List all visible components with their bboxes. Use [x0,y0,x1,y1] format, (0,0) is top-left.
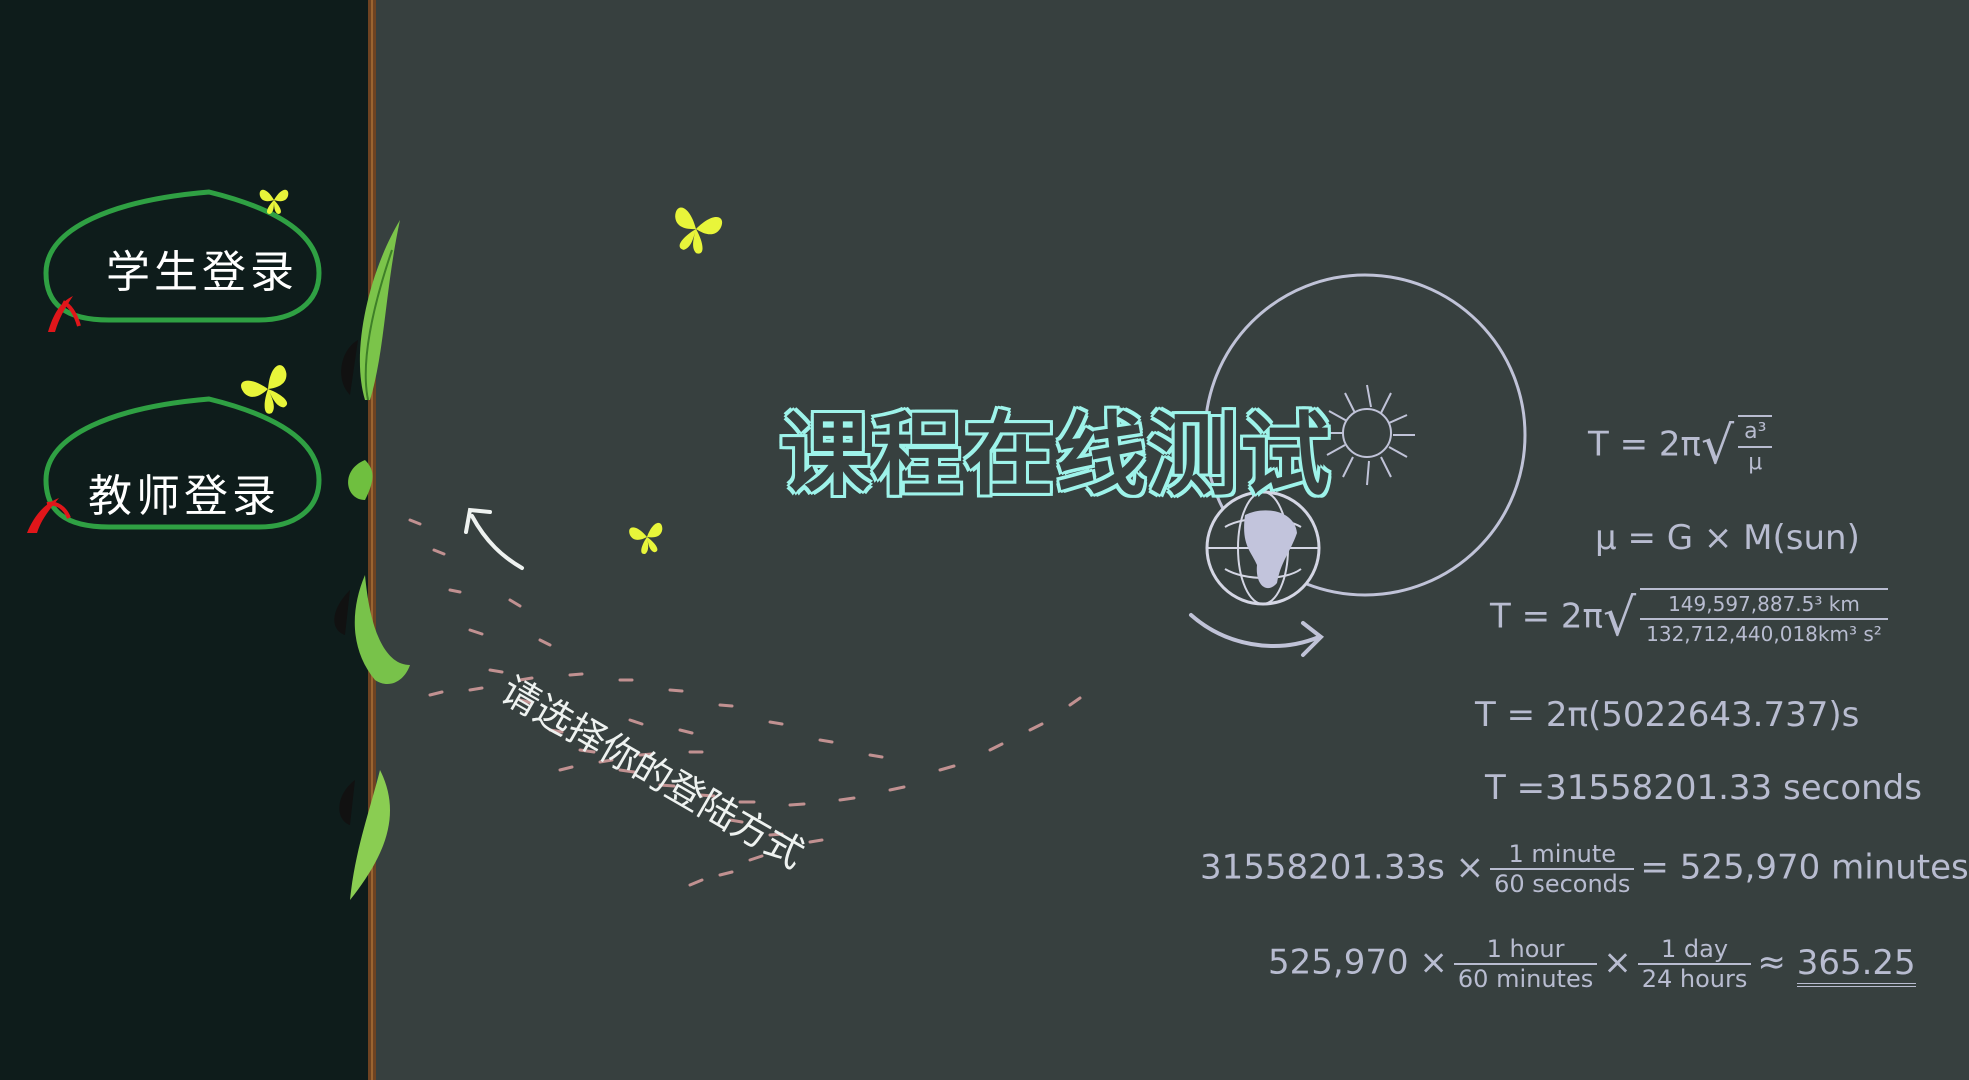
formula-denominator: 132,712,440,018km³ s² [1646,622,1882,646]
orbit-diagram [1189,273,1527,657]
student-login-button[interactable]: 学生登录 [43,188,324,323]
formula-text: ≈ [1757,942,1786,983]
butterfly-icon [629,523,663,554]
formula-numerator: 1 hour [1453,935,1598,965]
formula-5: T =31558201.33 seconds [1485,768,1922,808]
butterfly-icon [241,365,288,414]
vine-stem [368,0,376,1080]
formula-denominator: 60 seconds [1494,870,1631,898]
sparkle-trail [408,518,1082,887]
formula-numerator: 1 minute [1490,840,1635,870]
button-outline [43,396,322,530]
formula-denominator: μ [1748,450,1763,475]
teacher-login-label: 教师登录 [88,471,280,522]
formula-numerator: 149,597,887.5³ km [1640,590,1888,620]
sun-icon [1321,384,1415,486]
formula-text: T = 2π [1490,596,1603,637]
arrow-icon [464,507,524,570]
formula-text: × [1603,942,1632,983]
page-title: 课程在线测试 [780,403,1332,508]
teacher-login-button[interactable]: 教师登录 [43,395,324,530]
formula-4: T = 2π(5022643.737)s [1475,695,1860,735]
butterfly-icon [675,207,722,254]
formula-2: μ = G × M(sun) [1595,518,1860,558]
sidebar [0,0,372,1080]
formula-numerator: a³ [1738,417,1773,448]
formula-text: = 525,970 minutes [1640,847,1969,888]
formula-text: 31558201.33s × [1200,847,1485,888]
button-outline [43,189,322,323]
earth-icon [1205,490,1321,606]
sprout-icon [27,498,71,533]
formula-denominator: 60 minutes [1457,965,1594,993]
orbit-arrow-icon [1189,613,1325,657]
formula-text: 525,970 × [1268,942,1448,983]
leaf-icon [334,220,410,900]
formula-result: 365.25 [1796,942,1916,987]
butterfly-icon [259,189,289,214]
sprout-icon [48,296,81,332]
formula-text: T = 2π [1588,424,1701,465]
formula-numerator: 1 day [1637,935,1752,965]
formula-denominator: 24 hours [1641,965,1748,993]
student-login-label: 学生登录 [106,247,298,298]
